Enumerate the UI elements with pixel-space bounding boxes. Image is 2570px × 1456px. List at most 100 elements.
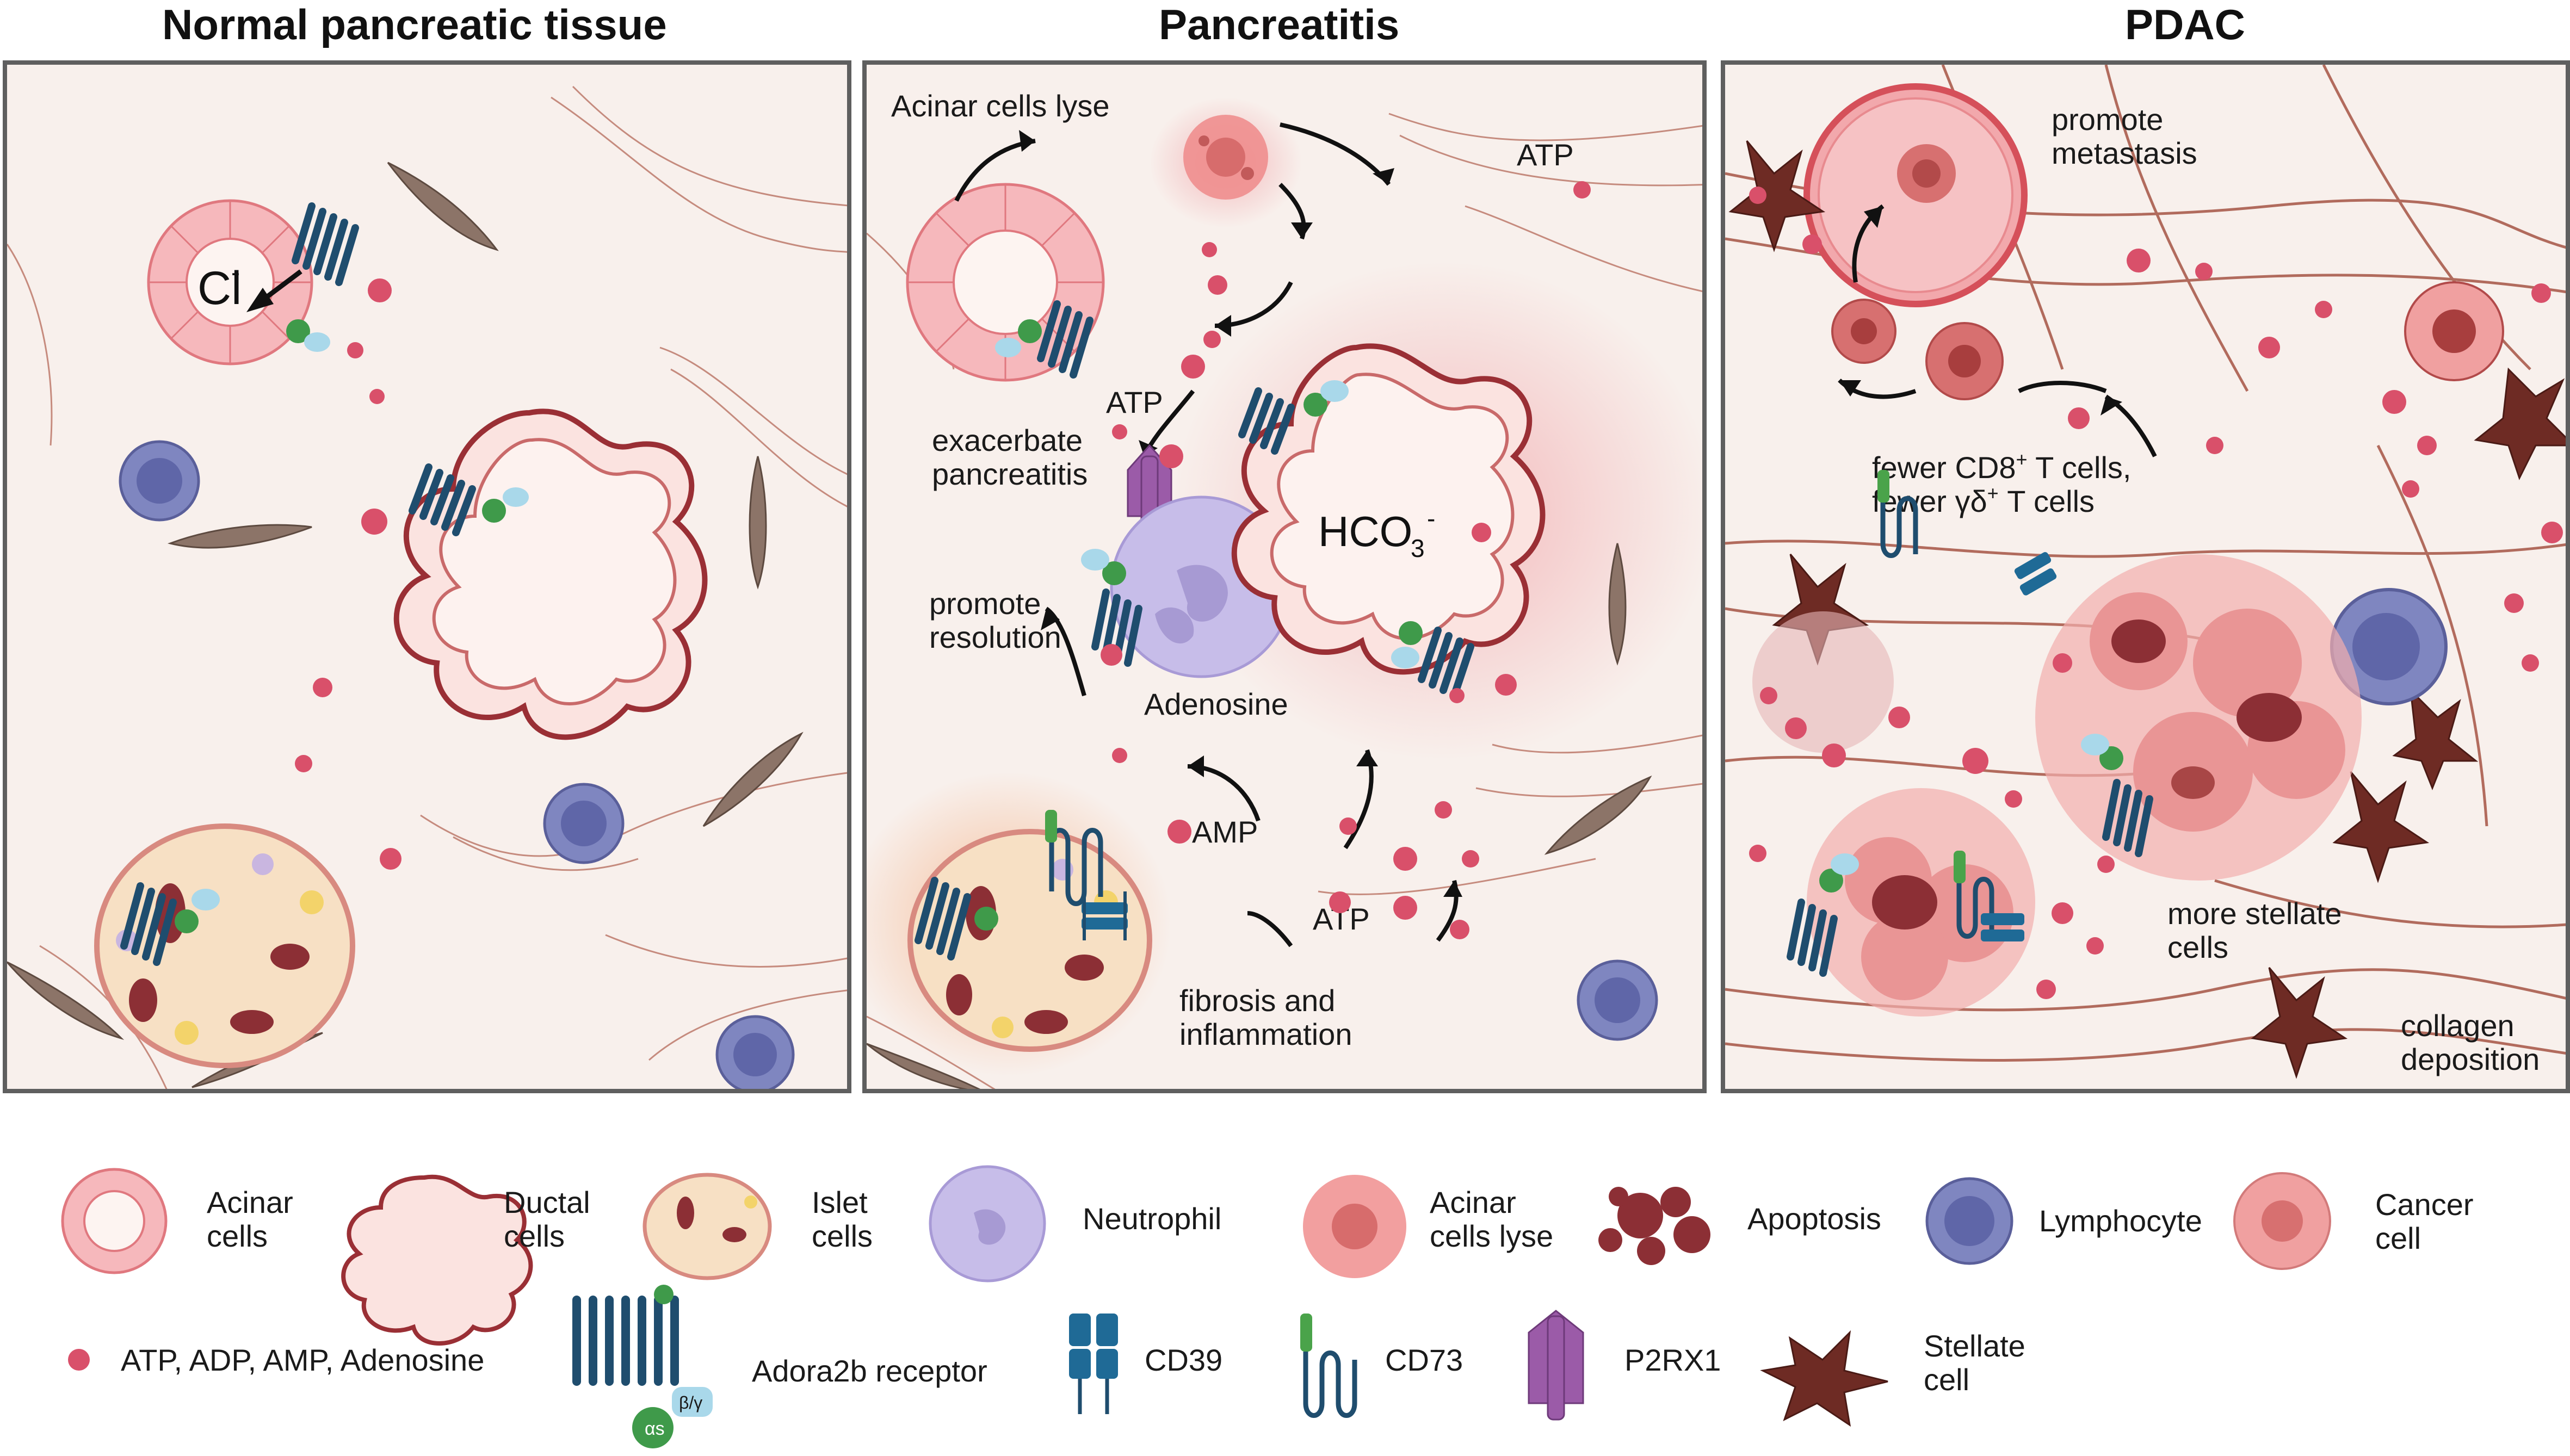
- ductal-cells: [393, 408, 708, 740]
- fibroblast-cells: [7, 162, 804, 1088]
- adora2b-receptors-pdac: [1787, 779, 2153, 977]
- atp-left-label: ATP: [1106, 385, 1163, 419]
- cd73-head-2: [1954, 851, 1966, 883]
- cd39-enzymes: [1981, 552, 2057, 941]
- legend-stellate-label-2: cell: [1924, 1362, 1970, 1397]
- legend-lymphocyte-icon: [1925, 1177, 2013, 1265]
- legend-cd39-label: CD39: [1145, 1343, 1223, 1377]
- stellate-label-2: cells: [2167, 930, 2228, 964]
- legend-neutrophil-label: Neutrophil: [1083, 1201, 1222, 1236]
- legend-acinar-label-2: cells: [207, 1219, 268, 1253]
- cd73-head-1: [1877, 470, 1889, 503]
- legend-cd73-label: CD73: [1385, 1343, 1463, 1377]
- lymphocyte-cell: [1577, 959, 1658, 1041]
- legend-apoptosis-label: Apoptosis: [1747, 1201, 1881, 1236]
- bicarbonate-subscript: 3: [1411, 534, 1425, 562]
- legend-p2rx1-label: P2RX1: [1624, 1343, 1721, 1377]
- arrow-heads: [1019, 130, 1462, 897]
- promote-label-1: promote: [929, 586, 1041, 621]
- adenosine-label: Adenosine: [1144, 687, 1288, 721]
- title-pancreatitis: Pancreatitis: [1159, 1, 1400, 48]
- adora2b-receptor-islet: [120, 882, 177, 966]
- cd73-head: [1045, 810, 1057, 842]
- atp-top-label: ATP: [1517, 138, 1574, 172]
- chloride-charge: -: [231, 258, 240, 287]
- legend-acinar-label-1: Acinar: [207, 1185, 293, 1219]
- adora2b-receptor-duct: [1238, 387, 1474, 699]
- ductal-cells: [1231, 343, 1546, 675]
- legend-apoptosis-icon: [1598, 1187, 1710, 1265]
- metastasis-label-1: promote: [2052, 102, 2163, 137]
- legend-lymphocyte-label: Lymphocyte: [2039, 1204, 2202, 1238]
- adora2b-receptor-islet: [915, 877, 971, 961]
- stellate-label-1: more stellate: [2167, 896, 2342, 931]
- legend-p2rx1-icon: [1528, 1310, 1584, 1421]
- fibrosis-label-2: inflammation: [1179, 1017, 1352, 1051]
- normal-tissue-illustration: Cl -: [7, 85, 847, 1089]
- collagen-label-1: collagen: [2401, 1008, 2515, 1043]
- panel-pdac: promote metastasis: [1721, 60, 2570, 1093]
- bicarbonate-charge: -: [1427, 504, 1435, 532]
- fibroblast-cells: [867, 543, 1652, 1089]
- tumor-cluster-left: [1807, 788, 2035, 1017]
- legend-acinar-lyse-label-1: Acinar: [1430, 1185, 1516, 1219]
- gd-label: fewer γδ+ T cells: [1872, 482, 2095, 518]
- pdac-illustration: promote metastasis: [1725, 65, 2566, 1079]
- legend-beta-label: β/γ: [679, 1393, 702, 1412]
- legend-islet-label-1: Islet: [812, 1185, 868, 1219]
- exacerbate-label-1: exacerbate: [932, 423, 1083, 457]
- cd73-enzyme: [1049, 828, 1103, 906]
- bicarbonate-label: HCO: [1318, 507, 1412, 555]
- legend: αs β/γ Acinar cells Ductal cells Islet c…: [0, 1110, 2570, 1456]
- adora2b-receptor: [286, 202, 359, 352]
- stellate-cells: [1728, 140, 2566, 1079]
- lymphocyte-cell: [1752, 588, 2448, 753]
- nucleotide-particles: [1101, 181, 1591, 939]
- legend-alpha-label: αs: [645, 1418, 665, 1439]
- arrow-heads: [1839, 206, 2122, 416]
- collagen-label-2: deposition: [2401, 1042, 2540, 1076]
- legend-islet-icon: [642, 1173, 772, 1280]
- legend-ductal-label-2: cells: [504, 1219, 565, 1253]
- legend-adora2b-label: Adora2b receptor: [752, 1354, 987, 1388]
- acinar-cells-lyse: [1183, 115, 1268, 200]
- blood-vessel: [1803, 83, 2028, 307]
- nucleotide-particles: [295, 278, 401, 870]
- chloride-arrow-head: [246, 288, 274, 312]
- metastasis-label-2: metastasis: [2052, 136, 2197, 170]
- legend-nucleotide-icon: [68, 1349, 90, 1371]
- legend-stellate-icon: [1760, 1330, 1888, 1427]
- legend-stellate-label-1: Stellate: [1924, 1329, 2025, 1363]
- legend-cd39-icon: [1069, 1314, 1118, 1414]
- promote-label-2: resolution: [929, 620, 1061, 654]
- legend-ductal-label-1: Ductal: [504, 1185, 590, 1219]
- nucleotide-particles: [1749, 187, 2563, 999]
- panel-pancreatitis: Acinar cells lyse: [862, 60, 1707, 1093]
- legend-acinar-lyse-label-2: cells lyse: [1430, 1219, 1554, 1253]
- cd8-label: fewer CD8+ T cells,: [1872, 448, 2131, 485]
- pancreatitis-illustration: Acinar cells lyse: [867, 89, 1702, 1089]
- exacerbate-label-2: pancreatitis: [932, 457, 1088, 491]
- title-normal-tissue: Normal pancreatic tissue: [162, 1, 667, 48]
- legend-acinar-lyse-icon: [1303, 1175, 1406, 1278]
- adora2b-receptor-acinar: [1037, 300, 1094, 379]
- cancer-nuclei: [1851, 309, 2476, 377]
- panel-normal-tissue: Cl -: [3, 60, 851, 1093]
- lymphocyte-cells: [119, 440, 795, 1089]
- amp-label: AMP: [1192, 815, 1258, 849]
- legend-adora2b-icon: αs β/γ: [572, 1285, 713, 1448]
- legend-islet-label-2: cells: [812, 1219, 873, 1253]
- acinar-lyse-label: Acinar cells lyse: [891, 89, 1109, 123]
- adora2b-receptor-duct: [409, 463, 476, 536]
- fibrosis-label-1: fibrosis and: [1179, 983, 1335, 1018]
- legend-cd73-icon: [1300, 1314, 1357, 1418]
- legend-cancer-label-2: cell: [2375, 1221, 2421, 1255]
- legend-cancer-icon: [2233, 1172, 2331, 1270]
- cd73-enzymes: [1880, 496, 1994, 939]
- legend-ductal-icon: [341, 1174, 533, 1346]
- legend-acinar-icon: [61, 1168, 168, 1274]
- legend-neutrophil-icon: [929, 1165, 1046, 1282]
- legend-cancer-label-1: Cancer: [2375, 1187, 2474, 1222]
- title-pdac: PDAC: [2125, 1, 2246, 48]
- legend-icons: αs β/γ: [61, 1165, 2331, 1448]
